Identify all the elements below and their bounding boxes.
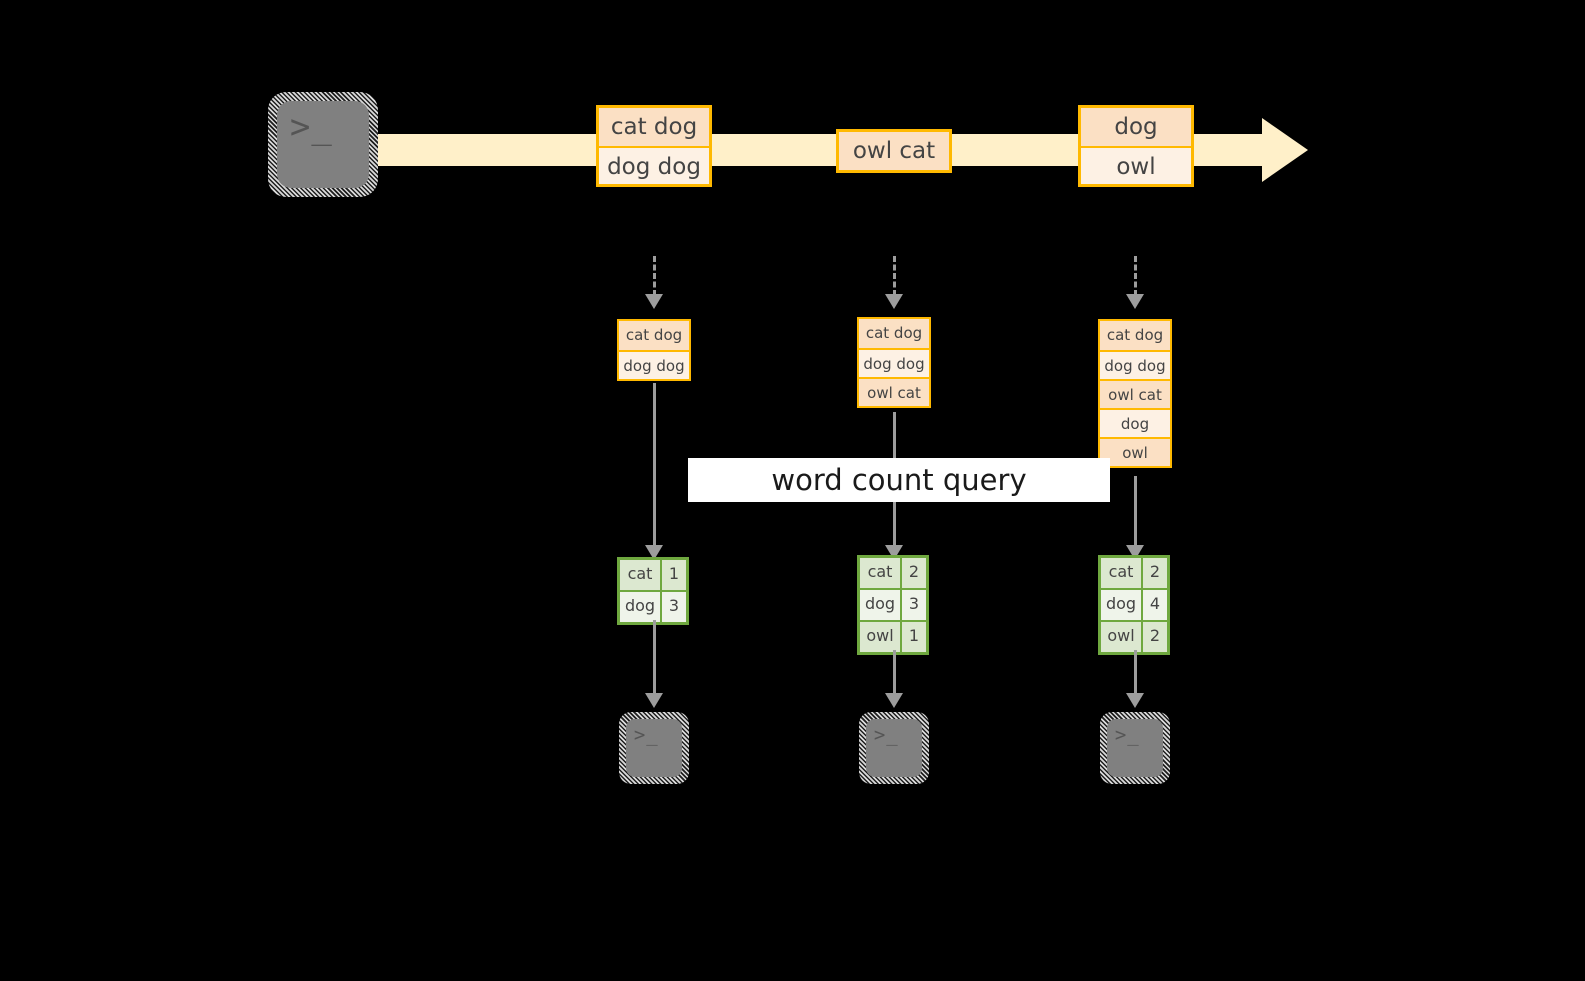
stream-message-line: dog dog <box>599 146 709 184</box>
sink-terminal-icon-2: >_ <box>859 712 929 784</box>
result-count: 2 <box>900 558 926 588</box>
result-word: dog <box>620 592 660 622</box>
result-word: cat <box>620 560 660 590</box>
sink-connector-3-arrowhead-icon <box>1126 693 1144 708</box>
terminal-screen: >_ <box>277 101 369 188</box>
result-count: 1 <box>900 622 926 652</box>
stream-message-3: dog owl <box>1078 105 1194 187</box>
result-count: 4 <box>1141 590 1167 620</box>
state-box-3: cat dog dog dog owl cat dog owl <box>1098 319 1172 468</box>
state-line: cat dog <box>1100 321 1170 350</box>
result-table-1: cat 1 dog 3 <box>617 557 689 625</box>
query-label: word count query <box>688 458 1110 502</box>
query-connector-1-arrowhead-icon <box>645 545 663 560</box>
dashed-connector-2 <box>893 256 896 296</box>
state-box-2: cat dog dog dog owl cat <box>857 317 931 408</box>
result-word: cat <box>860 558 900 588</box>
state-line: owl <box>1100 437 1170 466</box>
result-word: cat <box>1101 558 1141 588</box>
terminal-screen: >_ <box>866 719 922 777</box>
result-count: 2 <box>1141 622 1167 652</box>
table-row: dog 3 <box>860 588 926 620</box>
stream-arrowhead-icon <box>1262 118 1308 182</box>
sink-connector-3 <box>1134 650 1137 697</box>
source-terminal-icon: >_ <box>268 92 378 197</box>
stream-message-line: cat dog <box>599 108 709 146</box>
sink-connector-2-arrowhead-icon <box>885 693 903 708</box>
terminal-prompt-glyph: >_ <box>289 106 333 147</box>
dashed-connector-2-arrowhead-icon <box>885 294 903 309</box>
result-count: 3 <box>660 592 686 622</box>
stream-message-1: cat dog dog dog <box>596 105 712 187</box>
terminal-prompt-glyph: >_ <box>873 723 899 746</box>
dashed-connector-3 <box>1134 256 1137 296</box>
state-line: owl cat <box>859 377 929 406</box>
query-connector-3 <box>1134 476 1137 549</box>
result-word: owl <box>1101 622 1141 652</box>
terminal-prompt-glyph: >_ <box>633 723 659 746</box>
state-line: dog dog <box>859 348 929 377</box>
dashed-connector-3-arrowhead-icon <box>1126 294 1144 309</box>
sink-connector-1 <box>653 620 656 697</box>
state-box-1: cat dog dog dog <box>617 319 691 381</box>
state-line: cat dog <box>859 319 929 348</box>
table-row: dog 4 <box>1101 588 1167 620</box>
dashed-connector-1-arrowhead-icon <box>645 294 663 309</box>
state-line: dog dog <box>1100 350 1170 379</box>
stream-message-line: owl <box>1081 146 1191 184</box>
state-line: owl cat <box>1100 379 1170 408</box>
sink-terminal-icon-3: >_ <box>1100 712 1170 784</box>
table-row: owl 2 <box>1101 620 1167 652</box>
stream-message-2: owl cat <box>836 129 952 173</box>
result-table-2: cat 2 dog 3 owl 1 <box>857 555 929 655</box>
state-line: dog dog <box>619 350 689 379</box>
stream-message-line: owl cat <box>839 132 949 170</box>
result-count: 1 <box>660 560 686 590</box>
terminal-screen: >_ <box>626 719 682 777</box>
result-count: 3 <box>900 590 926 620</box>
result-word: owl <box>860 622 900 652</box>
table-row: dog 3 <box>620 590 686 622</box>
sink-terminal-icon-1: >_ <box>619 712 689 784</box>
query-connector-1 <box>653 383 656 549</box>
sink-connector-1-arrowhead-icon <box>645 693 663 708</box>
terminal-screen: >_ <box>1107 719 1163 777</box>
table-row: cat 1 <box>620 560 686 590</box>
result-word: dog <box>1101 590 1141 620</box>
table-row: owl 1 <box>860 620 926 652</box>
result-count: 2 <box>1141 558 1167 588</box>
table-row: cat 2 <box>1101 558 1167 588</box>
state-line: cat dog <box>619 321 689 350</box>
state-line: dog <box>1100 408 1170 437</box>
sink-connector-2 <box>893 650 896 697</box>
dashed-connector-1 <box>653 256 656 296</box>
result-table-3: cat 2 dog 4 owl 2 <box>1098 555 1170 655</box>
result-word: dog <box>860 590 900 620</box>
terminal-prompt-glyph: >_ <box>1114 723 1140 746</box>
table-row: cat 2 <box>860 558 926 588</box>
stream-message-line: dog <box>1081 108 1191 146</box>
